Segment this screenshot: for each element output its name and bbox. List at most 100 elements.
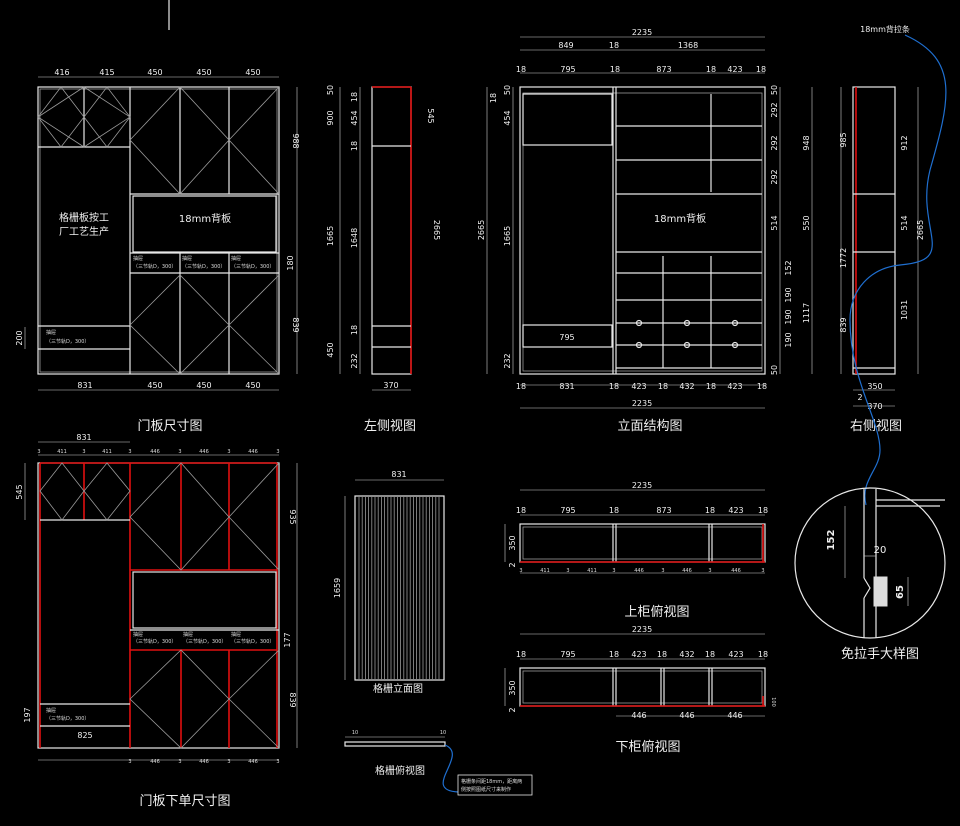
- dim-text: 446: [727, 711, 742, 720]
- caption-lower-top: 下柜俯视图: [615, 739, 680, 755]
- dim-text: 839: [288, 692, 297, 707]
- dim-text: 18: [350, 325, 359, 335]
- dim-text: 423: [728, 650, 743, 659]
- dim-text: 350: [867, 382, 882, 391]
- dim-text: 18: [489, 93, 498, 103]
- dim-text: 795: [560, 506, 575, 515]
- dim-text: 450: [245, 68, 260, 77]
- dim-text: 985: [839, 132, 848, 147]
- dim-text: 190: [784, 332, 793, 347]
- drawer-label: 抽屉: [231, 255, 241, 262]
- handle-detail: [794, 487, 946, 639]
- dim-text: 50: [503, 85, 512, 95]
- dim-text: 446: [248, 759, 258, 765]
- elevation-structure: [486, 36, 813, 409]
- dim-text: 190: [784, 309, 793, 324]
- dim-text: 795: [560, 650, 575, 659]
- dim-text: 423: [728, 506, 743, 515]
- dim-text: 2665: [916, 220, 925, 240]
- dim-text: 2235: [632, 399, 652, 408]
- dim-text: 18: [609, 382, 619, 391]
- dim-text: 18: [657, 650, 667, 659]
- dim-text: 292: [770, 102, 779, 117]
- dim-text: 190: [784, 287, 793, 302]
- dim-text: 795: [560, 65, 575, 74]
- dim-text: 200: [15, 330, 24, 345]
- dim-text: 18: [756, 65, 766, 74]
- dim-text: 3: [227, 759, 230, 765]
- dim-text: 292: [770, 169, 779, 184]
- dim-text: 3: [761, 568, 764, 574]
- caption-door-order: 门板下单尺寸图: [139, 794, 230, 809]
- dim-text: 988: [291, 133, 300, 148]
- dim-text: 454: [503, 110, 512, 125]
- drawer-rail-label: （三节轨D，300）: [46, 715, 89, 722]
- dim-text: 450: [196, 68, 211, 77]
- dim-text: 2235: [632, 625, 652, 634]
- dim-text: 1031: [900, 300, 909, 320]
- dim-text: 2235: [632, 28, 652, 37]
- dim-text: 550: [802, 215, 811, 230]
- dim-text: 795: [559, 333, 574, 342]
- dim-text: 1648: [350, 228, 359, 248]
- dim-text: 432: [679, 650, 694, 659]
- dim-text: 415: [99, 68, 114, 77]
- dim-text: 2: [508, 707, 517, 712]
- dim-text: 197: [23, 707, 32, 722]
- dim-text: 873: [656, 506, 671, 515]
- dim-text: 423: [727, 65, 742, 74]
- dim-text: 177: [283, 632, 292, 647]
- dim-text: 18: [758, 650, 768, 659]
- dim-text: 831: [76, 433, 91, 442]
- caption-left-side: 左侧视图: [364, 419, 416, 434]
- dim-text: 2665: [432, 220, 441, 240]
- spacing-note-line1: 格栅条间距18mm，距离两: [461, 778, 522, 785]
- drawer-label: 抽屉: [46, 707, 56, 714]
- dim-text: 100: [770, 697, 776, 707]
- dim-text: 18: [658, 382, 668, 391]
- dim-text: 545: [426, 108, 435, 123]
- dim-text: 370: [383, 381, 398, 390]
- dim-text: 446: [150, 759, 160, 765]
- dim-text: 2665: [477, 220, 486, 240]
- dim-text: 446: [682, 568, 692, 574]
- dim-text: 3: [178, 759, 181, 765]
- dim-text: 18: [609, 650, 619, 659]
- dim-text: 446: [679, 711, 694, 720]
- drawer-rail-label: （三节轨D，300）: [133, 638, 176, 645]
- caption-upper-top: 上柜俯视图: [624, 604, 689, 620]
- leader-line: [442, 744, 459, 793]
- dim-text: 411: [587, 568, 597, 574]
- dim-text: 446: [731, 568, 741, 574]
- back-strip-label: 18mm背拉条: [860, 24, 910, 34]
- drawer-rail-label: （三节轨D，300）: [133, 263, 176, 270]
- dim-text: 18: [609, 41, 619, 50]
- dim-text: 825: [77, 731, 92, 740]
- dim-text: 65: [895, 585, 906, 599]
- dim-text: 3: [128, 759, 131, 765]
- spacing-note-line2: 侧按照图纸尺寸来制作: [461, 786, 511, 793]
- drawer-rail-label: （三节轨D，300）: [183, 638, 226, 645]
- dim-text: 935: [288, 509, 297, 524]
- door-panel-drawing: [24, 76, 298, 391]
- dim-text: 450: [147, 68, 162, 77]
- dim-text: 839: [291, 317, 300, 332]
- dim-text: 292: [770, 135, 779, 150]
- dim-text: 3: [566, 568, 569, 574]
- dim-text: 18: [758, 506, 768, 515]
- dim-text: 370: [867, 402, 882, 411]
- drawer-label: 抽屉: [133, 255, 143, 262]
- dim-text: 446: [248, 449, 258, 455]
- dim-text: 18: [705, 650, 715, 659]
- dim-text: 18: [610, 65, 620, 74]
- dim-text: 18: [706, 65, 716, 74]
- dim-text: 450: [196, 381, 211, 390]
- drawer-label: 抽屉: [46, 329, 56, 336]
- dim-text: 18: [516, 65, 526, 74]
- leader-line: [849, 34, 947, 506]
- dim-text: 849: [558, 41, 573, 50]
